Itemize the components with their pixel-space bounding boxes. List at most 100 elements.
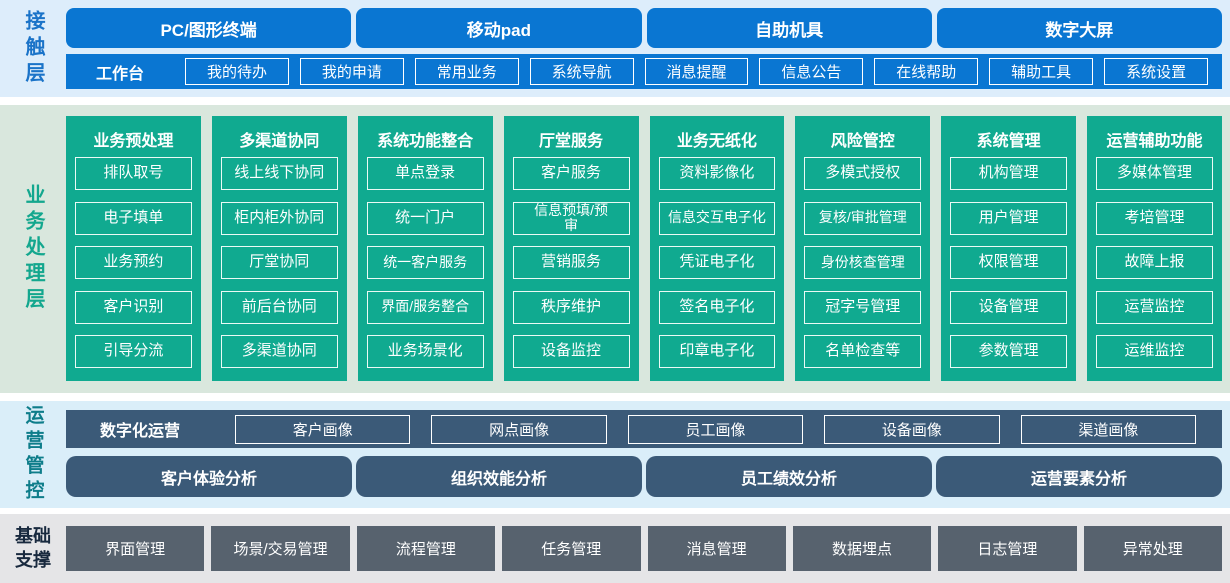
- module-item: 排队取号: [75, 157, 192, 190]
- column-items: 线上线下协同 柜内柜外协同 厅堂协同 前后台协同 多渠道协同: [220, 157, 338, 368]
- module-item: 故障上报: [1096, 246, 1213, 279]
- column-items: 排队取号 电子填单 业务预约 客户识别 引导分流: [75, 157, 192, 368]
- portrait-branch: 网点画像: [431, 414, 607, 444]
- foundation-item-scenario-transaction-management: 场景/交易管理: [211, 526, 350, 571]
- module-item: 业务场景化: [366, 335, 484, 368]
- portrait-channel: 渠道画像: [1020, 414, 1197, 444]
- column-items: 单点登录 统一门户 统一客户服务 界面/服务整合 业务场景化: [366, 157, 484, 368]
- column-items: 客户服务 信息预填/预审 营销服务 秩序维护 设备监控: [512, 157, 630, 368]
- portrait-employee: 员工画像: [627, 414, 804, 444]
- business-layer-label-cell: 业务处理层: [0, 105, 66, 393]
- operations-layer-label-cell: 运营管控: [0, 401, 66, 508]
- module-item: 权限管理: [950, 246, 1068, 279]
- column-items: 多媒体管理 考培管理 故障上报 运营监控 运维监控: [1096, 157, 1213, 368]
- module-item: 界面/服务整合: [366, 290, 484, 324]
- module-item: 信息交互电子化: [658, 201, 776, 235]
- foundation-item-exception-handling: 异常处理: [1083, 526, 1222, 571]
- terminal-mobile-pad: 移动pad: [356, 8, 642, 48]
- column-operation-auxiliary-functions: 运营辅助功能 多媒体管理 考培管理 故障上报 运营监控 运维监控: [1087, 116, 1222, 381]
- column-hall-services: 厅堂服务 客户服务 信息预填/预审 营销服务 秩序维护 设备监控: [503, 116, 639, 381]
- module-item: 复核/审批管理: [804, 201, 922, 235]
- workbench-item-message-reminder: 消息提醒: [644, 58, 749, 85]
- portrait-customer: 客户画像: [235, 414, 411, 444]
- column-business-preprocessing: 业务预处理 排队取号 电子填单 业务预约 客户识别 引导分流: [66, 116, 201, 381]
- module-item: 设备管理: [950, 290, 1068, 324]
- column-title: 系统管理: [976, 133, 1041, 150]
- module-item: 身份核查管理: [804, 246, 922, 279]
- foundation-layer-label-cell: 基础支撑: [0, 514, 66, 583]
- analysis-row: 客户体验分析 组织效能分析 员工绩效分析 运营要素分析: [66, 456, 1222, 497]
- foundation-item-data-tracking: 数据埋点: [792, 526, 932, 571]
- foundation-row: 界面管理 场景/交易管理 流程管理 任务管理 消息管理 数据埋点 日志管理 异常…: [66, 514, 1230, 583]
- analysis-operation-elements: 运营要素分析: [936, 456, 1222, 497]
- module-item: 资料影像化: [658, 157, 776, 190]
- terminal-self-service: 自助机具: [646, 8, 932, 48]
- operations-layer-label: 运营管控: [22, 404, 44, 505]
- column-system-management: 系统管理 机构管理 用户管理 权限管理 设备管理 参数管理: [941, 116, 1077, 381]
- module-item: 秩序维护: [512, 290, 630, 324]
- workbench-item-online-help: 在线帮助: [874, 58, 979, 85]
- foundation-layer: 基础支撑 界面管理 场景/交易管理 流程管理 任务管理 消息管理 数据埋点 日志…: [0, 514, 1230, 583]
- module-item: 运维监控: [1096, 335, 1213, 368]
- module-item: 客户识别: [75, 290, 192, 324]
- contact-layer-label-cell: 接触层: [0, 0, 66, 97]
- analysis-organization-efficiency: 组织效能分析: [356, 456, 642, 497]
- workbench-item-system-navigation: 系统导航: [529, 58, 634, 85]
- workbench-item-info-announcement: 信息公告: [759, 58, 864, 85]
- workbench-bar: 工作台 我的待办 我的申请 常用业务 系统导航 消息提醒 信息公告 在线帮助 辅…: [66, 54, 1222, 89]
- column-title: 运营辅助功能: [1106, 133, 1203, 150]
- operations-control-layer: 运营管控 数字化运营 客户画像 网点画像 员工画像 设备画像 渠道画像 客户体验…: [0, 401, 1230, 508]
- module-item: 凭证电子化: [658, 246, 776, 279]
- contact-layer-body: PC/图形终端 移动pad 自助机具 数字大屏 工作台 我的待办 我的申请 常用…: [66, 0, 1230, 97]
- module-item: 引导分流: [75, 335, 192, 368]
- column-paperless-business: 业务无纸化 资料影像化 信息交互电子化 凭证电子化 签名电子化 印章电子化: [649, 116, 785, 381]
- module-item: 参数管理: [950, 335, 1068, 368]
- workbench-item-auxiliary-tools: 辅助工具: [989, 58, 1094, 85]
- column-title: 厅堂服务: [539, 133, 604, 150]
- column-title: 业务无纸化: [676, 133, 757, 150]
- column-risk-control: 风险管控 多模式授权 复核/审批管理 身份核查管理 冠字号管理 名单检查等: [795, 116, 931, 381]
- module-item: 电子填单: [75, 201, 192, 235]
- module-item: 信息预填/预审: [512, 201, 630, 235]
- module-item: 考培管理: [1096, 201, 1213, 235]
- module-item: 统一客户服务: [366, 246, 484, 279]
- contact-layer-label: 接触层: [22, 9, 44, 88]
- foundation-item-process-management: 流程管理: [356, 526, 496, 571]
- module-item: 设备监控: [512, 335, 630, 368]
- column-title: 多渠道协同: [239, 133, 320, 150]
- workbench-item-common-business: 常用业务: [414, 58, 519, 85]
- column-title: 风险管控: [830, 133, 895, 150]
- operations-layer-body: 数字化运营 客户画像 网点画像 员工画像 设备画像 渠道画像 客户体验分析 组织…: [66, 401, 1230, 508]
- foundation-item-task-management: 任务管理: [502, 526, 641, 571]
- business-processing-layer: 业务处理层 业务预处理 排队取号 电子填单 业务预约 客户识别 引导分流 多渠道…: [0, 105, 1230, 393]
- module-item: 营销服务: [512, 246, 630, 279]
- module-item: 客户服务: [512, 157, 630, 190]
- portrait-device: 设备画像: [824, 414, 1000, 444]
- business-layer-label: 业务处理层: [22, 184, 44, 314]
- module-item: 多媒体管理: [1096, 157, 1213, 190]
- terminal-pc-graphic: PC/图形终端: [66, 8, 352, 48]
- digital-operations-title: 数字化运营: [99, 423, 180, 440]
- module-item: 签名电子化: [658, 290, 776, 324]
- foundation-layer-label: 基础支撑: [15, 526, 51, 570]
- analysis-employee-performance: 员工绩效分析: [646, 456, 932, 497]
- module-item: 厅堂协同: [220, 246, 338, 279]
- column-items: 资料影像化 信息交互电子化 凭证电子化 签名电子化 印章电子化: [658, 157, 776, 368]
- foundation-item-ui-management: 界面管理: [66, 526, 205, 571]
- module-item: 多模式授权: [804, 157, 922, 190]
- foundation-item-log-management: 日志管理: [938, 526, 1077, 571]
- module-item: 名单检查等: [804, 335, 922, 368]
- module-item: 单点登录: [366, 157, 484, 190]
- column-system-function-integration: 系统功能整合 单点登录 统一门户 统一客户服务 界面/服务整合 业务场景化: [357, 116, 493, 381]
- module-item: 用户管理: [950, 201, 1068, 235]
- module-item: 多渠道协同: [220, 335, 338, 368]
- business-columns: 业务预处理 排队取号 电子填单 业务预约 客户识别 引导分流 多渠道协同 线上线…: [66, 105, 1230, 393]
- column-title: 业务预处理: [93, 133, 174, 150]
- module-item: 柜内柜外协同: [220, 201, 338, 235]
- column-items: 多模式授权 复核/审批管理 身份核查管理 冠字号管理 名单检查等: [804, 157, 922, 368]
- module-item: 冠字号管理: [804, 290, 922, 324]
- column-multichannel-collaboration: 多渠道协同 线上线下协同 柜内柜外协同 厅堂协同 前后台协同 多渠道协同: [211, 116, 347, 381]
- module-item: 前后台协同: [220, 290, 338, 324]
- module-item: 业务预约: [75, 246, 192, 279]
